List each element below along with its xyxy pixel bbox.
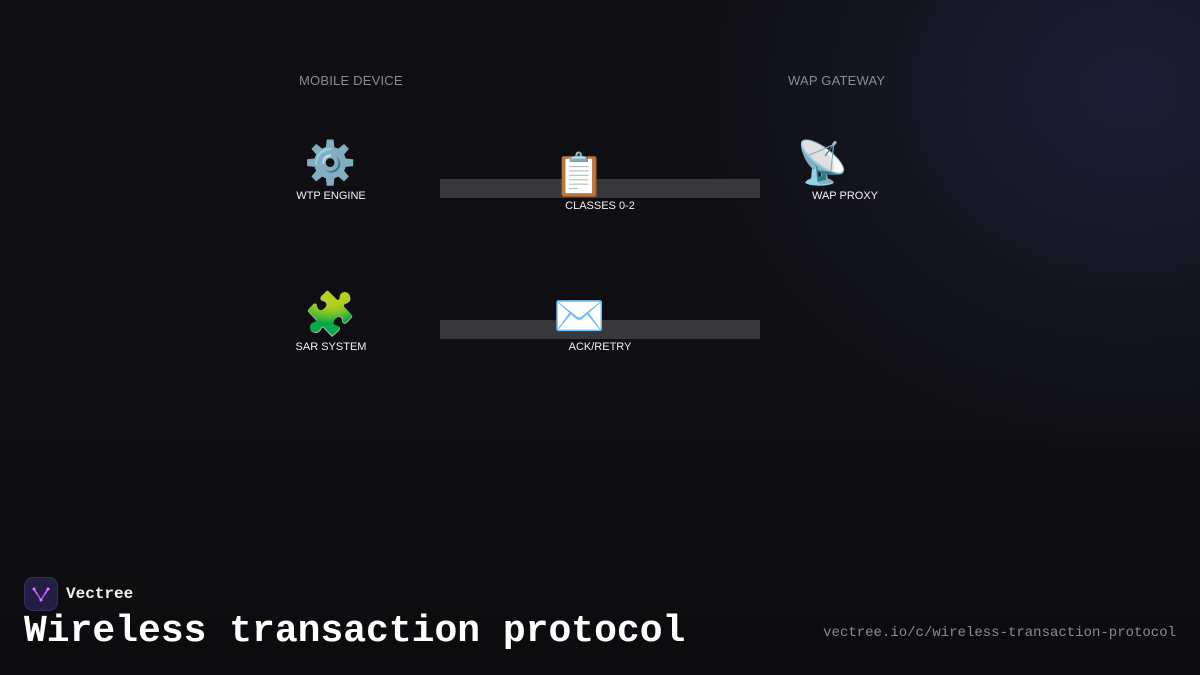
node-wtp-engine[interactable]: ⚙️ WTP ENGINE: [256, 138, 406, 203]
node-label-classes: CLASSES 0-2: [565, 200, 635, 212]
node-ack-retry[interactable]: ✉️ ACK/RETRY: [525, 291, 675, 354]
column-header-mobile-device: MOBILE DEVICE: [299, 73, 403, 88]
source-url[interactable]: vectree.io/c/wireless-transaction-protoc…: [823, 625, 1176, 641]
gear-icon: ⚙️: [304, 138, 357, 187]
page-title: Wireless transaction protocol: [24, 610, 686, 653]
node-wap-proxy[interactable]: 📡 WAP PROXY: [770, 138, 920, 203]
node-label-sar-system: SAR SYSTEM: [295, 341, 367, 353]
node-label-wap-proxy: WAP PROXY: [811, 190, 879, 202]
vectree-logo-icon: [24, 577, 58, 611]
link-bar-bottom: [440, 320, 760, 339]
satellite-dish-icon: 📡: [796, 138, 849, 187]
node-label-ack-retry: ACK/RETRY: [568, 341, 632, 353]
brand[interactable]: Vectree: [24, 577, 133, 611]
puzzle-piece-icon: 🧩: [304, 289, 357, 338]
node-label-wtp-engine: WTP ENGINE: [296, 190, 366, 202]
node-classes[interactable]: 📋 CLASSES 0-2: [525, 150, 675, 213]
envelope-icon: ✉️: [553, 291, 606, 340]
link-bar-top: [440, 179, 760, 198]
column-header-wap-gateway: WAP GATEWAY: [788, 73, 886, 88]
brand-name: Vectree: [66, 585, 134, 603]
node-sar-system[interactable]: 🧩 SAR SYSTEM: [256, 289, 406, 354]
clipboard-icon: 📋: [553, 150, 606, 199]
